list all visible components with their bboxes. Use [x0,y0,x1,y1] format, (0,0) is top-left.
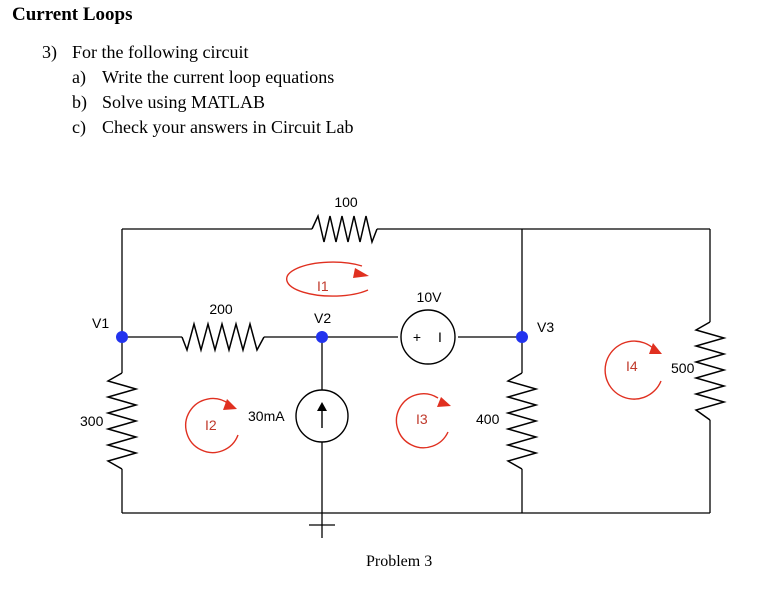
part-a: a) Write the current loop equations [72,67,334,88]
label-resistor-400: 400 [476,411,500,427]
voltage-source-minus: I [438,329,442,345]
part-a-text: Write the current loop equations [102,67,335,87]
label-resistor-500: 500 [671,360,695,376]
label-voltage-source: 10V [417,289,443,305]
label-node-v1: V1 [92,315,109,331]
resistor-200 [181,321,265,353]
problem-number: 3) [42,42,57,62]
label-loop-i2: I2 [205,417,217,433]
part-a-marker: a) [72,67,86,87]
label-resistor-200: 200 [209,301,233,317]
part-b-marker: b) [72,92,87,112]
label-loop-i4: I4 [626,358,638,374]
part-c-text: Check your answers in Circuit Lab [102,117,354,137]
node-v2 [316,331,328,343]
node-v3 [516,331,528,343]
resistor-300 [105,372,139,470]
wires [121,228,711,525]
voltage-source: + I [400,309,456,365]
loop-i2 [185,397,239,454]
node-v1 [116,331,128,343]
loop-i3-arrow-icon [437,397,451,407]
current-arrow-head-icon [317,402,327,411]
voltage-source-plus: + [413,329,421,345]
ground-symbol [309,524,335,538]
label-current-source: 30mA [248,408,285,424]
part-c: c) Check your answers in Circuit Lab [72,117,353,138]
loop-i1 [286,261,369,297]
problem-statement: 3) For the following circuit [42,42,248,63]
loop-i3 [395,393,451,449]
label-resistor-300: 300 [80,413,104,429]
label-resistor-100: 100 [334,194,358,210]
label-node-v2: V2 [314,310,331,326]
resistor-500 [693,321,727,421]
loop-i4-arrow-icon [649,343,662,354]
current-source [295,389,349,443]
label-loop-i1: I1 [317,278,329,294]
part-b: b) Solve using MATLAB [72,92,265,113]
problem-text: For the following circuit [72,42,249,62]
resistor-100 [311,213,378,245]
page-heading: Current Loops [12,4,133,25]
loop-i4 [604,340,662,400]
label-loop-i3: I3 [416,411,428,427]
loop-i1-arrow-icon [353,268,369,278]
resistor-400 [505,372,539,470]
part-b-text: Solve using MATLAB [102,92,266,112]
label-node-v3: V3 [537,319,554,335]
part-c-marker: c) [72,117,86,137]
loop-i2-arrow-icon [223,399,237,410]
figure-caption: Problem 3 [366,553,433,570]
